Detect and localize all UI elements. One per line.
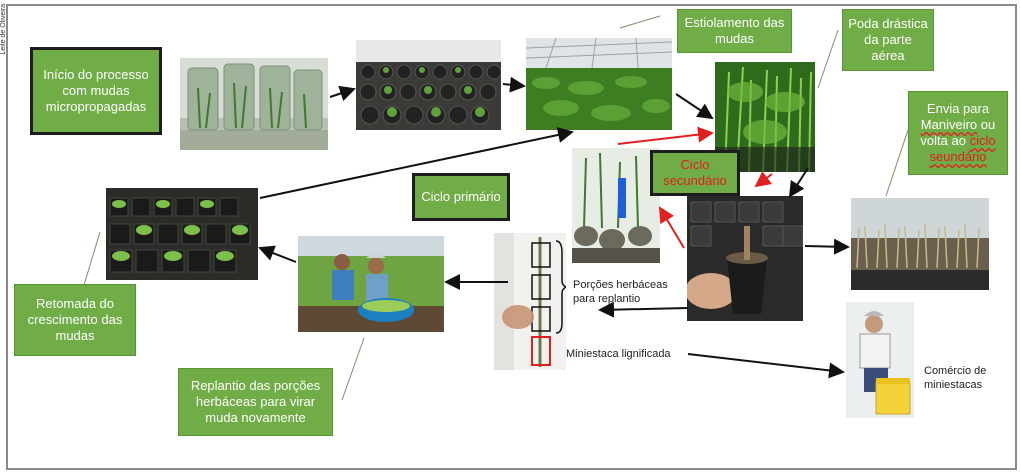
box-retomada-text: Retomada do crescimento das mudas [27,296,123,343]
photo-greenhouse-estiolamento [526,38,672,130]
photo-commerce-minicuttings [846,302,914,418]
label-porcoes-herbaceas: Porções herbáceas para replantio [573,279,668,305]
box-replantio-text: Replantio das porções herbáceas para vir… [190,378,321,425]
label-comercio-miniestacas: Comércio de miniestacas [924,365,987,391]
photo-poda-drastica [715,62,815,172]
photo-stem-cutting [494,233,566,370]
box-envia-maniveiro: Maniveiro [920,117,978,132]
box-ciclo-secundario-text: Ciclo secundário [663,157,727,188]
label-miniestaca-lignificada: Miniestaca lignificada [566,348,671,360]
box-poda-text: Poda drástica da parte aérea [848,16,928,63]
box-envia-text: Envia para Maniveiro ou volta ao ciclo s… [913,101,1003,165]
box-inicio: Início do processo com mudas micropropag… [30,47,162,135]
box-ciclo-secundario: Ciclo secundário [650,150,740,196]
box-envia: Envia para Maniveiro ou volta ao ciclo s… [908,91,1008,175]
photo-micropropagated-jars [180,58,328,150]
photo-hand-holding-pot [687,196,803,321]
photo-seedling-tray [356,40,501,130]
box-ciclo-primario: Ciclo primário [412,173,510,221]
photo-lignified-cuttings [851,198,989,290]
box-envia-mid: ou volta ao [920,117,996,148]
box-poda: Poda drástica da parte aérea [842,9,934,71]
box-ciclo-primario-text: Ciclo primário [421,189,501,204]
box-envia-pre: Envia para [926,101,990,116]
photo-pots-secondary-cycle [572,148,660,263]
photo-retomada-seedlings [106,188,258,280]
photo-replantio-people [298,236,444,332]
box-replantio: Replantio das porções herbáceas para vir… [178,368,333,436]
box-retomada: Retomada do crescimento das mudas [14,284,136,356]
box-envia-ciclo: ciclo seundário [929,133,996,164]
box-estiolamento-text: Estiolamento das mudas [684,15,785,46]
box-estiolamento: Estiolamento das mudas [677,9,792,53]
box-inicio-text: Início do processo com mudas micropropag… [43,67,149,114]
